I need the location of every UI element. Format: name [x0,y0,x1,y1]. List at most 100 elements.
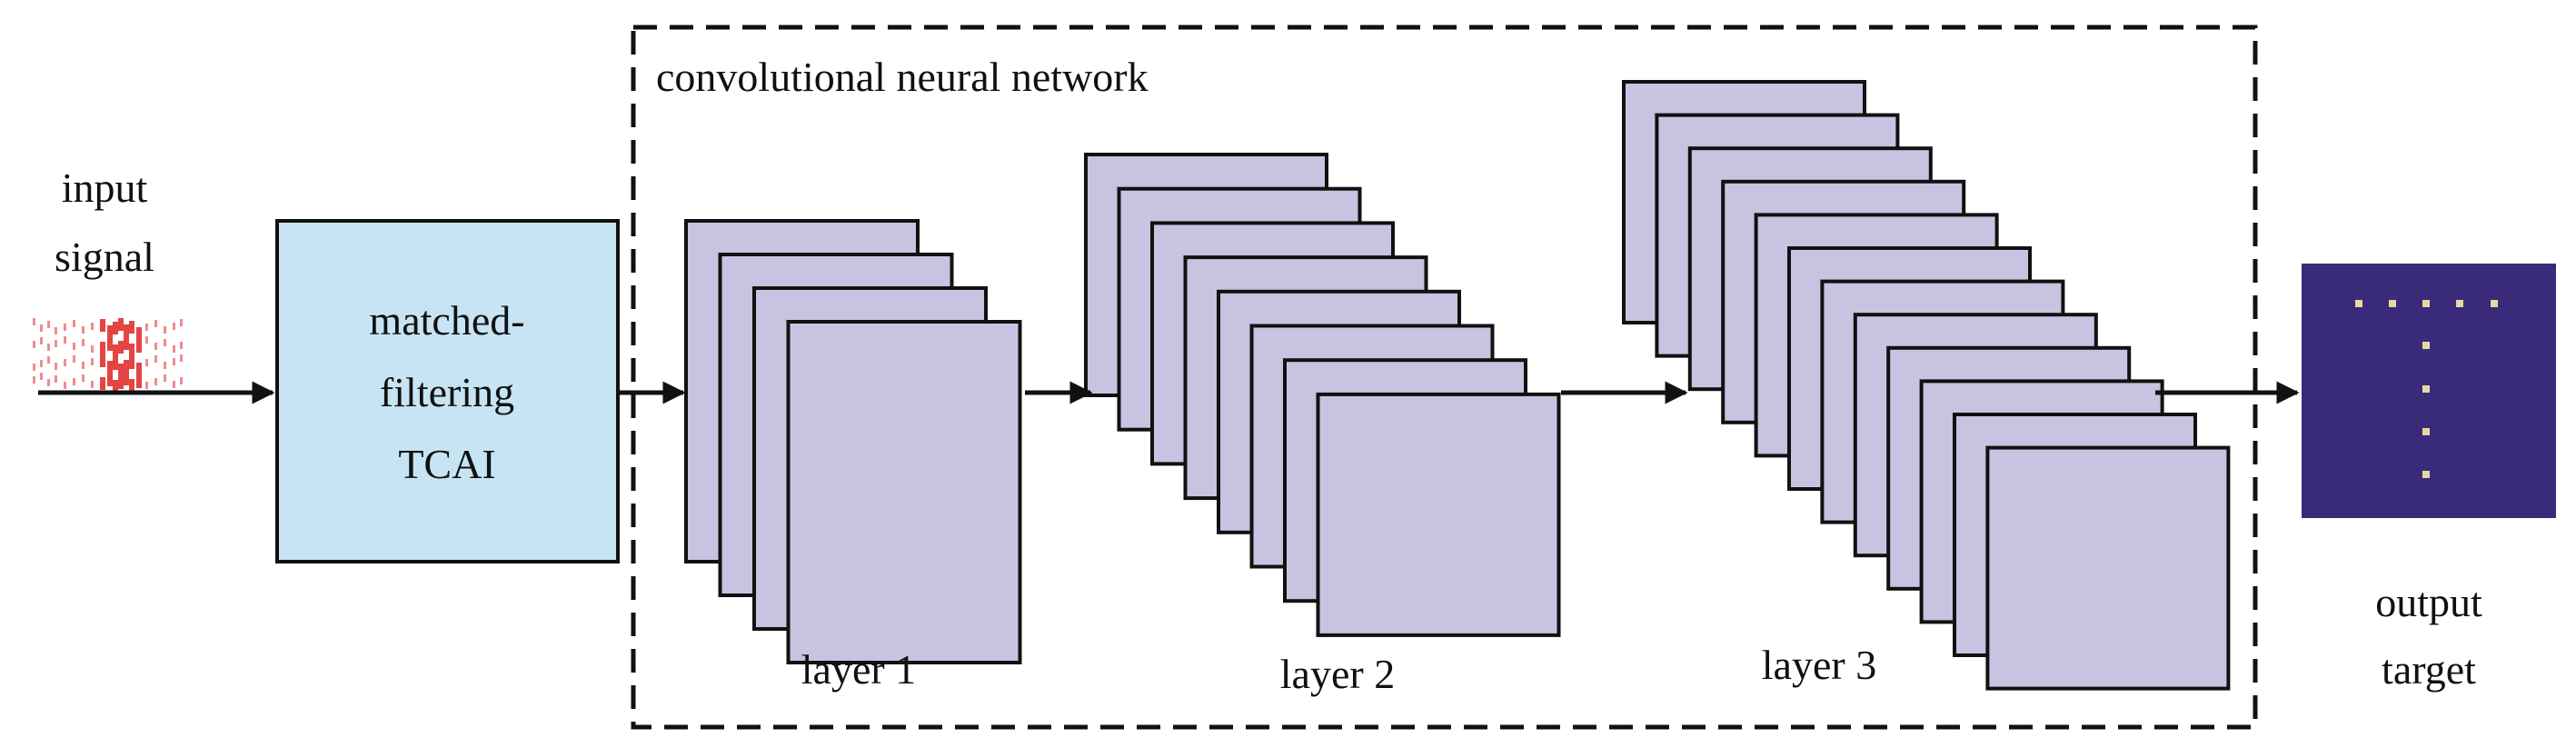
signal-mark [47,379,50,386]
layer-1-label: layer 1 [801,646,916,693]
signal-mark [118,318,124,331]
signal-mark [180,377,183,384]
output-label-line1: output [2375,579,2482,625]
signal-mark [33,376,35,384]
signal-mark [129,321,134,334]
signal-mark [173,345,175,353]
signal-mark [124,337,129,350]
input-label-line1: input [62,165,148,211]
target-dot [2491,300,2498,307]
signal-mark [180,342,183,349]
input-label-line2: signal [55,234,154,280]
signal-mark [64,382,66,389]
signal-mark [64,359,66,366]
layer-2-stack [1084,153,1561,637]
signal-mark [136,375,142,388]
signal-mark [173,323,175,330]
signal-mark [55,375,57,383]
target-dot [2422,385,2430,393]
signal-mark [136,340,142,353]
signal-mark [124,373,129,385]
signal-mark [73,343,75,350]
output-target-dots [2355,300,2498,478]
signal-mark [107,338,113,351]
filter-label-line1: matched- [369,297,524,344]
signal-waveform [33,318,183,393]
signal-mark [164,339,166,346]
cnn-title: convolutional neural network [656,54,1149,100]
layer-3-feature-map [1985,445,2231,691]
signal-mark [73,378,75,385]
target-dot [2355,300,2362,307]
signal-mark [47,356,50,364]
target-dot [2422,428,2430,435]
signal-mark [113,380,118,393]
signal-mark [40,324,43,332]
signal-mark [145,382,148,389]
signal-mark [136,327,142,340]
cnn-frame [631,25,2258,730]
signal-mark [124,324,129,337]
signal-mark [100,354,105,367]
signal-mark [40,360,43,367]
matched-filtering-box: matched- filtering TCAI [275,219,620,563]
signal-mark [100,319,105,332]
output-target: output target [2302,264,2556,693]
signal-mark [154,343,157,350]
signal-mark [82,339,85,346]
signal-mark [145,336,148,344]
signal-mark [91,345,94,353]
signal-mark [73,320,75,327]
target-dot [2422,300,2430,307]
signal-mark [173,381,175,388]
signal-mark [55,363,57,370]
signal-mark [82,362,85,369]
signal-mark [33,364,35,371]
target-dot [2422,342,2430,349]
signal-mark [154,320,157,327]
signal-mark [40,373,43,380]
signal-mark [164,362,166,369]
signal-mark [55,340,57,347]
signal-mark [33,318,35,325]
layer-2-label: layer 2 [1280,651,1395,697]
signal-mark [107,325,113,338]
signal-mark [100,342,105,354]
layer-3-label: layer 3 [1762,642,1876,688]
signal-mark [129,356,134,369]
signal-mark [64,324,66,331]
signal-mark [164,326,166,334]
signal-mark [64,336,66,344]
signal-mark [129,344,134,356]
signal-mark [73,355,75,363]
layer-2-feature-map [1316,392,1561,637]
layer-3-stack [1622,80,2231,691]
signal-mark [91,381,94,388]
signal-mark [82,326,85,334]
input-signal: input signal [33,165,183,393]
signal-mark [118,364,124,376]
target-dot [2389,300,2396,307]
signal-mark [47,321,50,328]
signal-mark [173,358,175,365]
layer-1-stack [684,219,1022,664]
signal-mark [91,358,94,365]
signal-mark [113,344,118,357]
signal-mark [113,322,118,334]
signal-mark [100,377,105,390]
signal-mark [47,344,50,351]
target-dot [2422,471,2430,478]
signal-mark [33,341,35,348]
signal-mark [40,337,43,344]
layer-1-feature-map [786,320,1022,664]
signal-mark [124,360,129,373]
signal-mark [55,327,57,334]
signal-mark [180,319,183,326]
signal-mark [82,374,85,382]
signal-mark [91,323,94,330]
signal-mark [118,341,124,354]
signal-mark [129,379,134,392]
signal-mark [145,324,148,331]
signal-mark [107,374,113,386]
